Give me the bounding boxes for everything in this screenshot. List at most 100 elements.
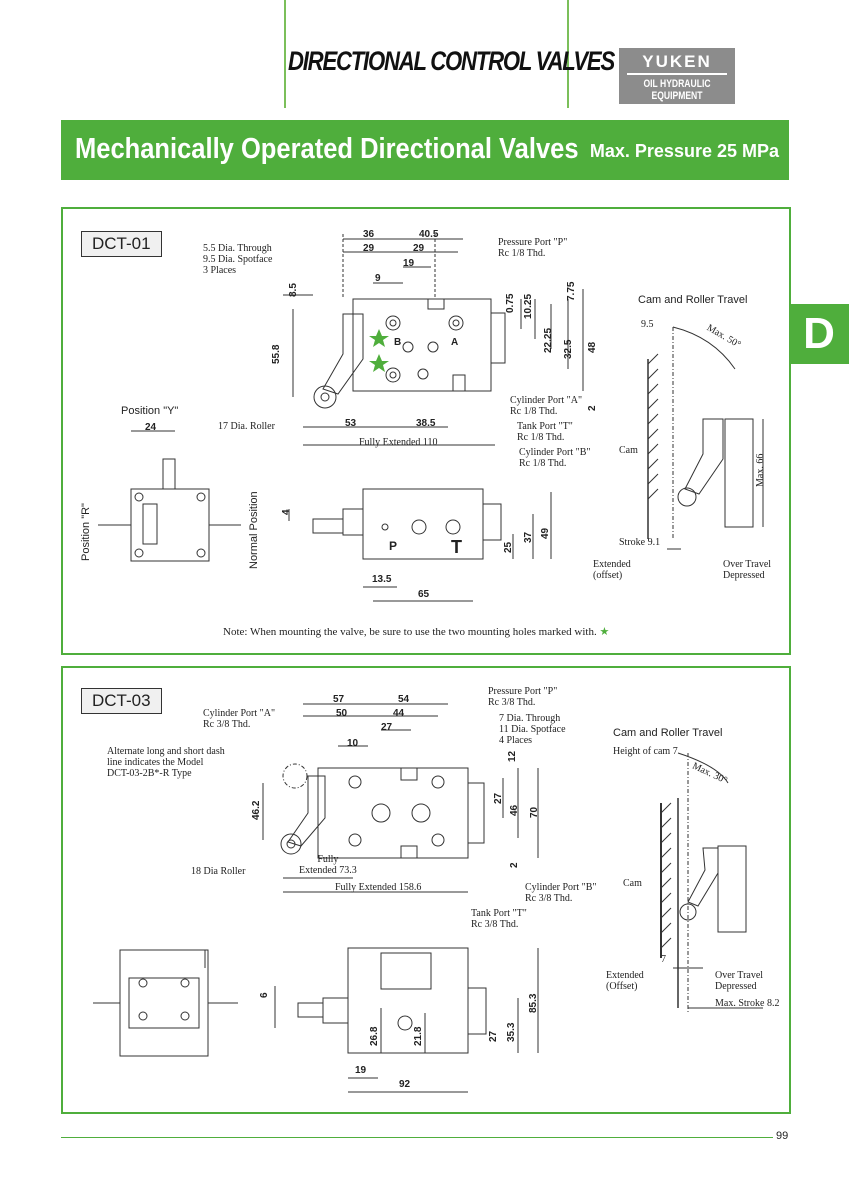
dim3-27a: 27 xyxy=(381,722,393,733)
dct01-mounting-note: Note: When mounting the valve, be sure t… xyxy=(223,626,610,638)
dim3-54: 54 xyxy=(398,694,410,705)
dim-65: 65 xyxy=(418,589,430,600)
dct03-cylinder-a-note: Cylinder Port "A"Rc 3/8 Thd. xyxy=(203,708,276,730)
dim3-57: 57 xyxy=(333,694,345,705)
dct01-mount-star-1 xyxy=(369,329,389,347)
dct03-roller-note: 18 Dia Roller xyxy=(191,866,246,877)
dct01-pressure-port-note: Pressure Port "P"Rc 1/8 Thd. xyxy=(498,237,568,259)
dct03-cam-title: Cam and Roller Travel xyxy=(613,727,723,739)
dct01-roller-note: 17 Dia. Roller xyxy=(218,421,275,432)
dim3-46-2: 46.2 xyxy=(251,800,262,820)
dct03-side-view xyxy=(119,949,209,1057)
dim3-44: 44 xyxy=(393,708,405,719)
dim3-10: 10 xyxy=(347,738,359,749)
dct01-cam-label: Cam xyxy=(619,445,638,456)
logo-brand: YUKEN xyxy=(642,52,712,71)
dct01-position-r: Position "R" xyxy=(80,503,92,561)
footer-line xyxy=(61,1137,773,1138)
dct01-port-p: P xyxy=(389,539,398,553)
dct03-panel: DCT-03 Cylinder Port "A"Rc 3/8 Thd. Alte… xyxy=(61,666,791,1114)
dct03-cylinder-b-note: Cylinder Port "B"Rc 3/8 Thd. xyxy=(525,882,597,904)
section-title: DIRECTIONAL CONTROL VALVES xyxy=(288,46,615,76)
dct01-port-b: B xyxy=(394,337,402,348)
dim-53: 53 xyxy=(345,418,357,429)
dct03-drawing xyxy=(93,703,763,1093)
logo-bar xyxy=(627,73,727,75)
dim-10-25: 10.25 xyxy=(523,293,534,319)
dct01-fully-extended: Fully Extended 110 xyxy=(359,437,438,448)
dim-29b: 29 xyxy=(413,243,425,254)
dim3-92: 92 xyxy=(399,1079,411,1090)
dct03-cam-extended: Extended(Offset) xyxy=(606,970,644,992)
dct03-top-body xyxy=(317,767,469,859)
dim-13-5: 13.5 xyxy=(372,574,392,585)
dim3-35-3: 35.3 xyxy=(506,1022,517,1042)
section-tab-d: D xyxy=(789,304,849,364)
dim-9: 9 xyxy=(375,273,381,284)
dim-4: 4 xyxy=(281,509,292,515)
dim-55-8: 55.8 xyxy=(271,344,282,364)
dct01-cylinder-a-note: Cylinder Port "A"Rc 1/8 Thd. xyxy=(510,395,583,417)
dim-38-5: 38.5 xyxy=(416,418,436,429)
dim-2: 2 xyxy=(587,405,598,411)
dim-40-5: 40.5 xyxy=(419,229,439,240)
dct03-cam-7: 7 xyxy=(661,954,666,965)
dct03-tank-port-note: Tank Port "T"Rc 3/8 Thd. xyxy=(471,908,527,930)
dim-36: 36 xyxy=(363,229,375,240)
dim-24: 24 xyxy=(145,422,157,433)
dim-19: 19 xyxy=(403,258,415,269)
dim-32-5: 32.5 xyxy=(563,339,574,359)
page-title: Mechanically Operated Directional Valves xyxy=(75,133,579,165)
dct01-cam-max66: Max. 66 xyxy=(755,453,766,487)
dct01-drawing xyxy=(98,234,764,602)
dct01-tank-port-note: Tank Port "T"Rc 1/8 Thd. xyxy=(517,421,573,443)
dct03-cam-label: Cam xyxy=(623,878,642,889)
dim-22-25: 22.25 xyxy=(543,327,554,353)
dct03-fully-extended-158: Fully Extended 158.6 xyxy=(335,882,422,893)
dim3-27b: 27 xyxy=(493,792,504,804)
dim3-46: 46 xyxy=(509,804,520,816)
dct03-pressure-port-note: Pressure Port "P"Rc 3/8 Thd. xyxy=(488,686,558,708)
dim3-12: 12 xyxy=(507,750,518,762)
title-banner: Mechanically Operated Directional Valves… xyxy=(61,120,789,180)
dct01-front-view xyxy=(362,488,484,560)
dim-48: 48 xyxy=(587,341,598,353)
dct01-normal-position: Normal Position xyxy=(248,491,260,569)
dct01-cam-9-5: 9.5 xyxy=(641,319,654,330)
dim3-50: 50 xyxy=(336,708,348,719)
dct01-mount-star-2 xyxy=(369,354,389,372)
dim3-70: 70 xyxy=(529,806,540,818)
dct01-cam-stroke: Stroke 9.1 xyxy=(619,537,661,548)
dct03-front-view xyxy=(347,947,469,1054)
dim-29a: 29 xyxy=(363,243,375,254)
dim-25: 25 xyxy=(503,541,514,553)
dim-8-5: 8.5 xyxy=(288,283,299,297)
dim-37: 37 xyxy=(523,531,534,543)
logo-subtitle: OIL HYDRAULIC EQUIPMENT xyxy=(643,78,711,102)
dct01-cylinder-b-note: Cylinder Port "B"Rc 1/8 Thd. xyxy=(519,447,591,469)
dim3-6: 6 xyxy=(259,992,270,998)
dim3-26-8: 26.8 xyxy=(369,1026,380,1046)
dim3-27c: 27 xyxy=(488,1030,499,1042)
dim-0-75: 0.75 xyxy=(505,293,516,313)
dim-7-75: 7.75 xyxy=(566,281,577,301)
dct01-port-t: T xyxy=(451,537,462,557)
dct01-roller xyxy=(313,385,337,409)
dim3-85-3: 85.3 xyxy=(528,993,539,1013)
max-pressure: Max. Pressure 25 MPa xyxy=(589,141,779,161)
dim3-19: 19 xyxy=(355,1065,367,1076)
dct01-port-a: A xyxy=(451,337,459,348)
header-divider-left xyxy=(284,0,286,108)
dim3-21-8: 21.8 xyxy=(413,1026,424,1046)
dct03-model-label: DCT-03 xyxy=(81,688,162,714)
dct03-cam-max-stroke: Max. Stroke 8.2 xyxy=(715,998,780,1009)
dct03-cam-height: Height of cam 7 xyxy=(613,746,678,757)
dct03-roller xyxy=(280,833,302,855)
